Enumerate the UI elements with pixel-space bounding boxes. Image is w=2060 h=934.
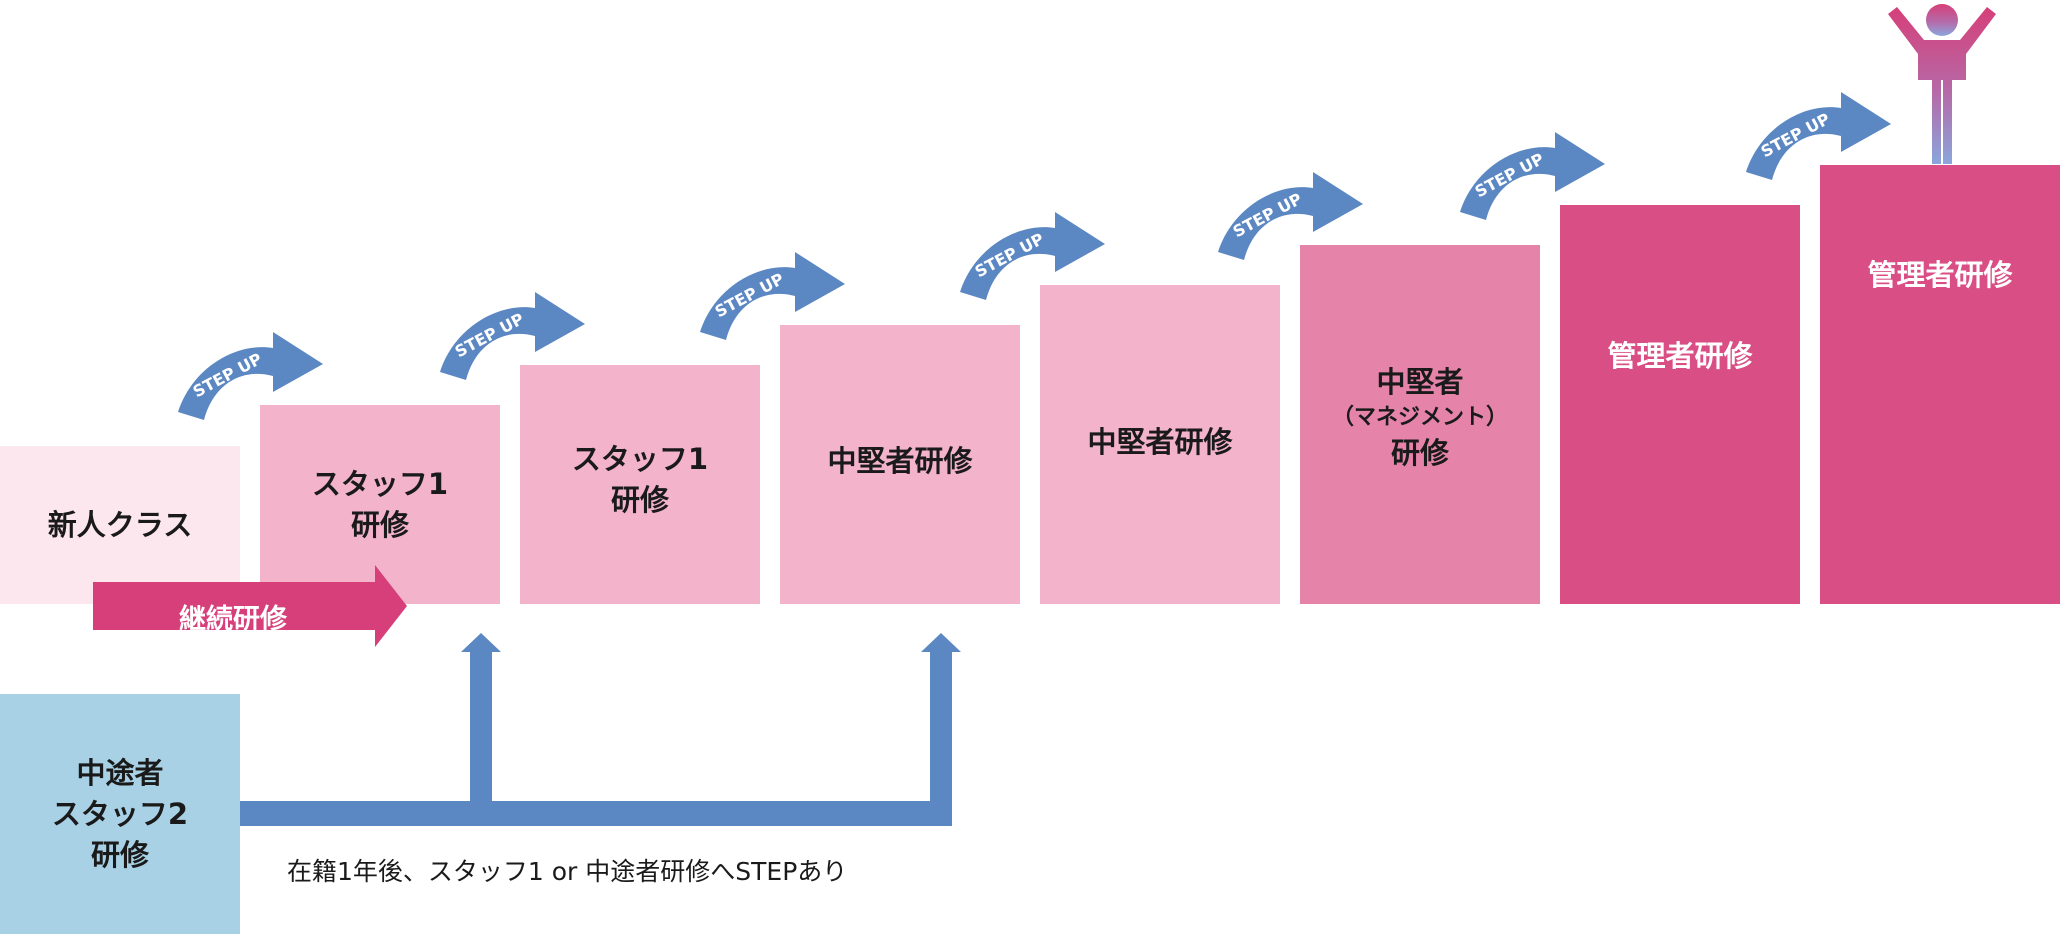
step-label-sub: 研修 [610,482,669,517]
step-manager-a: 管理者研修 [1560,205,1800,604]
midcareer-label: スタッフ2 [51,796,189,831]
step-label: スタッフ1 [311,466,449,501]
step-label-sub: 研修 [1390,435,1449,470]
step-label: 管理者研修 [1867,258,2013,292]
stepup-arrow: STEP UP [440,292,585,380]
step-manager-b: 管理者研修 [1820,165,2060,604]
midcareer-label: 中途者 [76,755,164,790]
step-mid-a: 中堅者研修 [780,325,1020,604]
stepup-arrow: STEP UP [960,212,1105,300]
continuous-training-arrow [93,565,407,647]
step-mid-management: 中堅者 （マネジメント） 研修 [1300,245,1540,604]
step-label: 新人クラス [47,507,193,542]
step-label: 中堅者研修 [1087,425,1233,459]
person-arms-raised-icon [1888,4,1996,164]
step-label: 管理者研修 [1607,339,1753,373]
stepup-arrow: STEP UP [1218,172,1363,260]
step-label-sub: （マネジメント） [1331,404,1508,430]
step-staff1-b: スタッフ1 研修 [520,365,760,604]
stepup-arrow: STEP UP [700,252,845,340]
midcareer-label: 研修 [90,837,149,872]
step-label-sub: 研修 [350,507,409,542]
stepup-arrow: STEP UP [1460,132,1605,220]
step-label: 中堅者 [1376,364,1464,399]
stepup-arrow: STEP UP [1746,92,1891,180]
step-new-class: 新人クラス [0,446,240,604]
midcareer-note: 在籍1年後、スタッフ1 or 中途者研修へSTEPあり [287,857,848,886]
midcareer-box: 中途者 スタッフ2 研修 [0,694,240,934]
step-staff1-a: スタッフ1 研修 [260,405,500,604]
midcareer-connector [240,633,961,826]
step-label: 中堅者研修 [827,444,973,478]
stepup-arrow: STEP UP [178,332,323,420]
step-label: スタッフ1 [571,441,709,476]
continuous-training-label: 継続研修 [179,603,287,635]
step-mid-b: 中堅者研修 [1040,285,1280,604]
